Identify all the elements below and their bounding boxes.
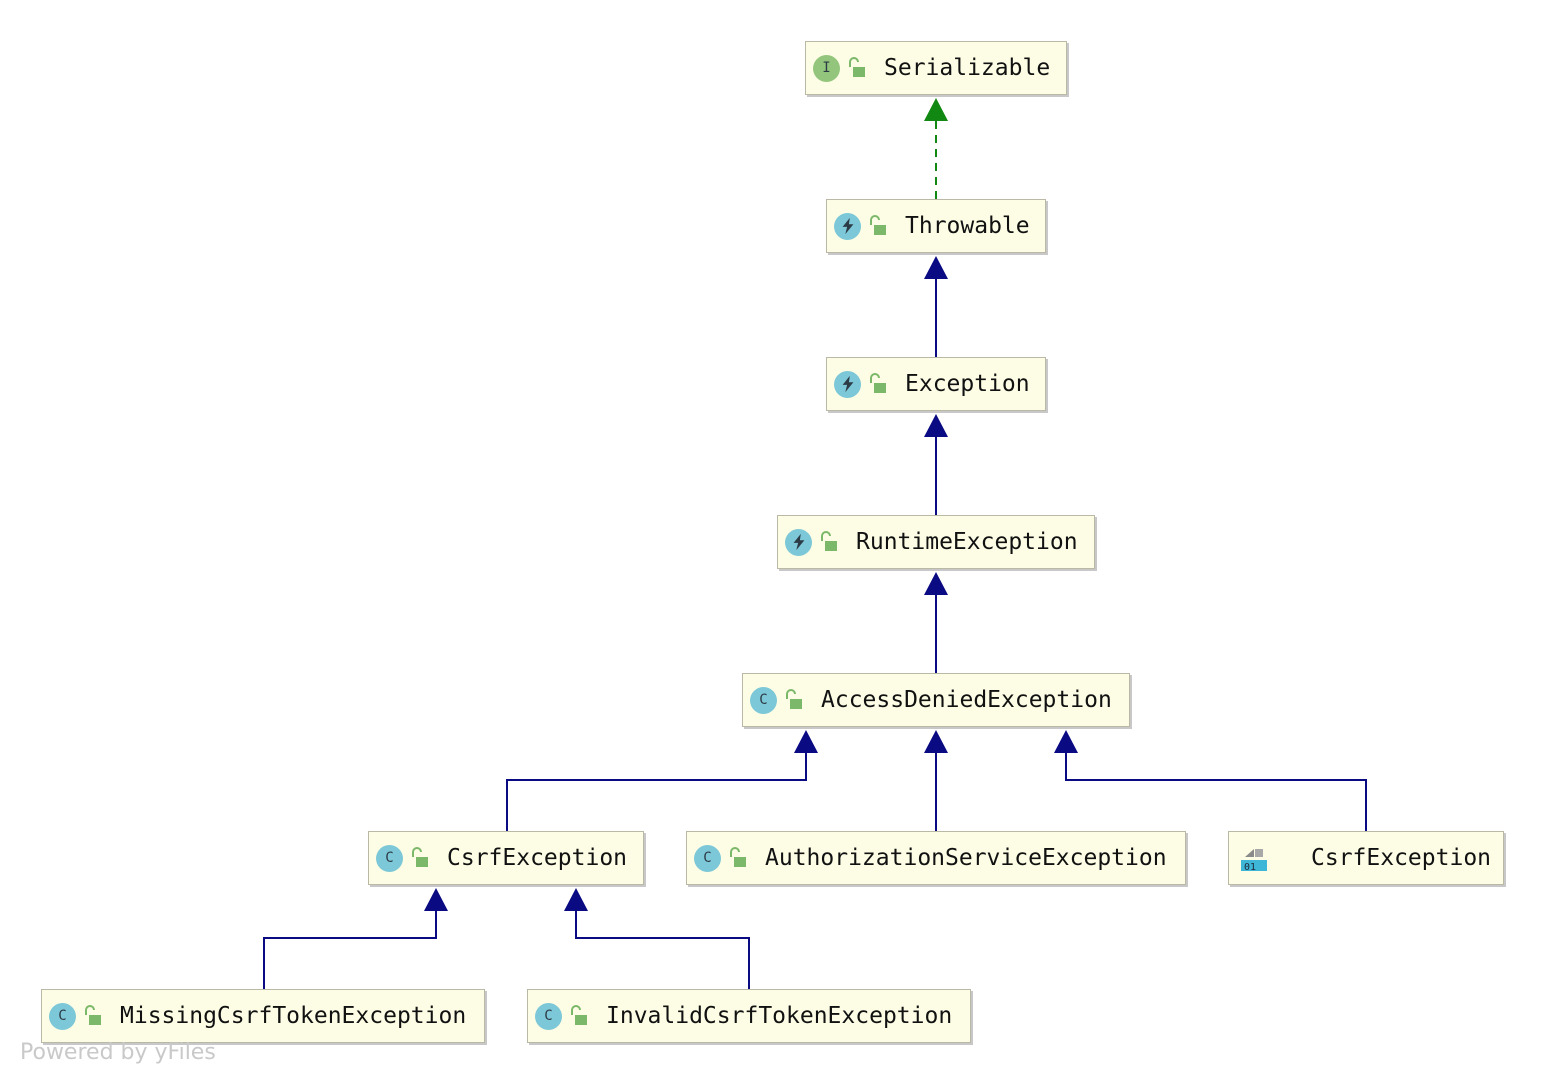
arrowhead-invalid-to-csrf1: [564, 888, 588, 911]
lightning-icon: [834, 212, 861, 240]
lightning-icon: [785, 528, 812, 556]
unlocked-padlock-icon: [409, 846, 431, 870]
arrowhead-exception-to-throwable: [924, 256, 948, 279]
class-icon: C: [694, 844, 721, 872]
node-serializable[interactable]: I Serializable: [805, 41, 1067, 95]
node-authservice[interactable]: C AuthorizationServiceException: [686, 831, 1186, 885]
svg-text:01: 01: [1244, 862, 1256, 873]
class-icon: C: [750, 686, 777, 714]
node-exception[interactable]: Exception: [826, 357, 1046, 411]
class-icon: C: [376, 844, 403, 872]
class-icon: C: [49, 1002, 76, 1030]
node-csrf1[interactable]: C CsrfException: [368, 831, 644, 885]
node-label: RuntimeException: [856, 529, 1078, 555]
unlocked-padlock-icon: [82, 1004, 104, 1028]
node-runtime[interactable]: RuntimeException: [777, 515, 1095, 569]
edge-invalid-to-csrf1: [575, 911, 750, 989]
node-label: MissingCsrfTokenException: [120, 1003, 467, 1029]
edge-csrf1-to-accessdenied: [506, 753, 807, 831]
unlocked-padlock-icon: [783, 688, 805, 712]
lightning-icon: [834, 370, 861, 398]
unlocked-padlock-icon: [727, 846, 749, 870]
arrowhead-authservice-to-accessdenied: [924, 730, 948, 753]
edge-csrf2-to-accessdenied: [1065, 753, 1367, 831]
unlocked-padlock-icon: [818, 530, 840, 554]
class-icon: C: [535, 1002, 562, 1030]
node-label: AccessDeniedException: [821, 687, 1112, 713]
unlocked-padlock-icon: [846, 56, 868, 80]
node-label: CsrfException: [447, 845, 628, 871]
node-missing[interactable]: C MissingCsrfTokenException: [41, 989, 485, 1043]
compiled-class-icon: 01: [1239, 843, 1269, 873]
unlocked-padlock-icon: [568, 1004, 590, 1028]
interface-icon: I: [813, 54, 840, 82]
node-accessdenied[interactable]: C AccessDeniedException: [742, 673, 1130, 727]
unlocked-padlock-icon: [867, 372, 889, 396]
unlocked-padlock-icon: [867, 214, 889, 238]
edge-missing-to-csrf1: [263, 911, 437, 989]
node-label: Serializable: [884, 55, 1051, 81]
node-label: Throwable: [905, 213, 1030, 239]
node-label: Exception: [905, 371, 1030, 397]
arrowhead-runtime-to-exception: [924, 414, 948, 437]
arrowhead-missing-to-csrf1: [424, 888, 448, 911]
node-label: InvalidCsrfTokenException: [606, 1003, 953, 1029]
node-label: CsrfException: [1311, 845, 1492, 871]
arrowhead-csrf1-to-accessdenied: [794, 730, 818, 753]
arrowhead-csrf2-to-accessdenied: [1054, 730, 1078, 753]
node-csrf2[interactable]: 01 CsrfException: [1228, 831, 1504, 885]
watermark: Powered by yFiles: [20, 1040, 216, 1065]
arrowhead-accessdenied-to-runtime: [924, 572, 948, 595]
node-throwable[interactable]: Throwable: [826, 199, 1046, 253]
node-label: AuthorizationServiceException: [765, 845, 1167, 871]
arrowhead-throwable-to-serializable: [924, 98, 948, 121]
node-invalid[interactable]: C InvalidCsrfTokenException: [527, 989, 971, 1043]
